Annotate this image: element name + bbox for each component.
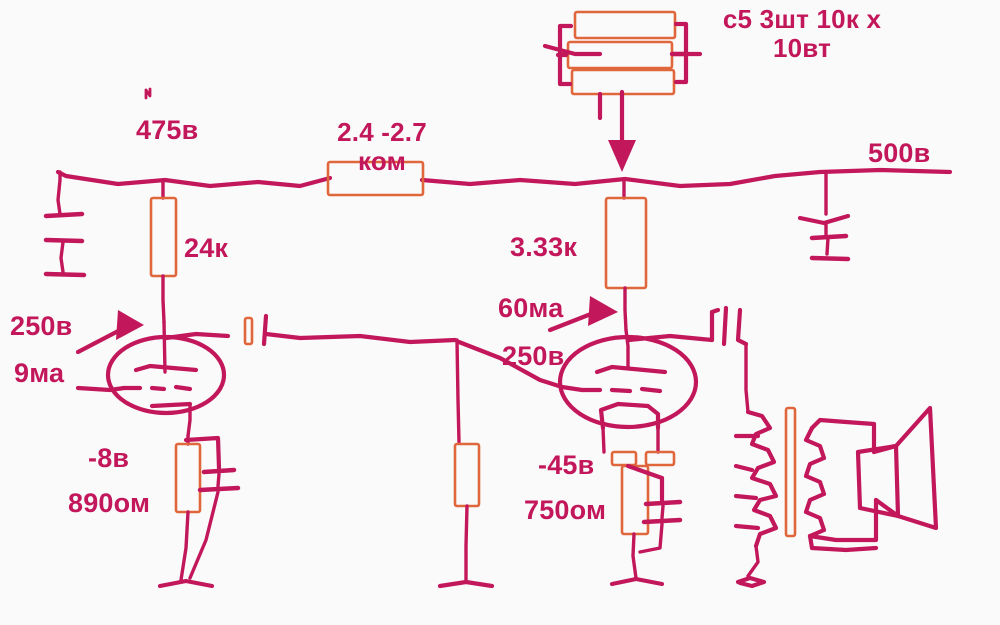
label-dropping-resistor: 2.4 -2.7 ком <box>337 117 427 177</box>
v1-triode-valve <box>75 320 231 438</box>
interstage-capacitor-right <box>709 305 749 347</box>
down-arrow-annotation <box>608 89 636 172</box>
v1-plate-resistor <box>149 180 178 324</box>
output-transformer <box>733 342 879 589</box>
label-v2-plate-current: 60ма <box>498 293 564 323</box>
label-v1-cathode-resistor: 890ом <box>68 488 151 518</box>
label-v2-cathode-resistor: 750ом <box>524 495 607 525</box>
right-decoupling-capacitor <box>797 170 851 262</box>
label-v1-plate-voltage: 250в <box>10 311 73 341</box>
label-v2-bias-voltage: -45в <box>538 450 595 480</box>
label-resistor-bank-note: с5 3шт 10к х 10вт <box>722 4 882 64</box>
grid-leak-resistor <box>437 338 565 589</box>
loudspeaker <box>855 405 939 531</box>
v2-plate-resistor <box>604 180 648 332</box>
coupling-capacitor <box>243 313 458 347</box>
dropping-resistor <box>326 160 425 197</box>
label-v2-plate-voltage: 250в <box>502 341 565 371</box>
label-ht-supply-voltage: 475в <box>136 115 199 145</box>
label-v2-plate-resistor: 3.33к <box>510 232 578 262</box>
filter-capacitor <box>43 170 87 278</box>
label-v1-bias-voltage: -8в <box>88 443 130 473</box>
label-rail-voltage-right: 500в <box>868 138 931 168</box>
v1-cathode-network <box>157 434 241 589</box>
label-v1-plate-resistor: 24к <box>184 233 229 263</box>
ht-rail-wire <box>55 167 953 189</box>
label-v1-plate-current: 9ма <box>14 358 65 388</box>
v2-cathode-network <box>609 463 683 587</box>
v1-pointer-arrow <box>75 310 144 355</box>
v2-pointer-arrow <box>547 296 618 333</box>
v2-output-valve <box>557 328 715 467</box>
stray-mark <box>144 87 152 100</box>
